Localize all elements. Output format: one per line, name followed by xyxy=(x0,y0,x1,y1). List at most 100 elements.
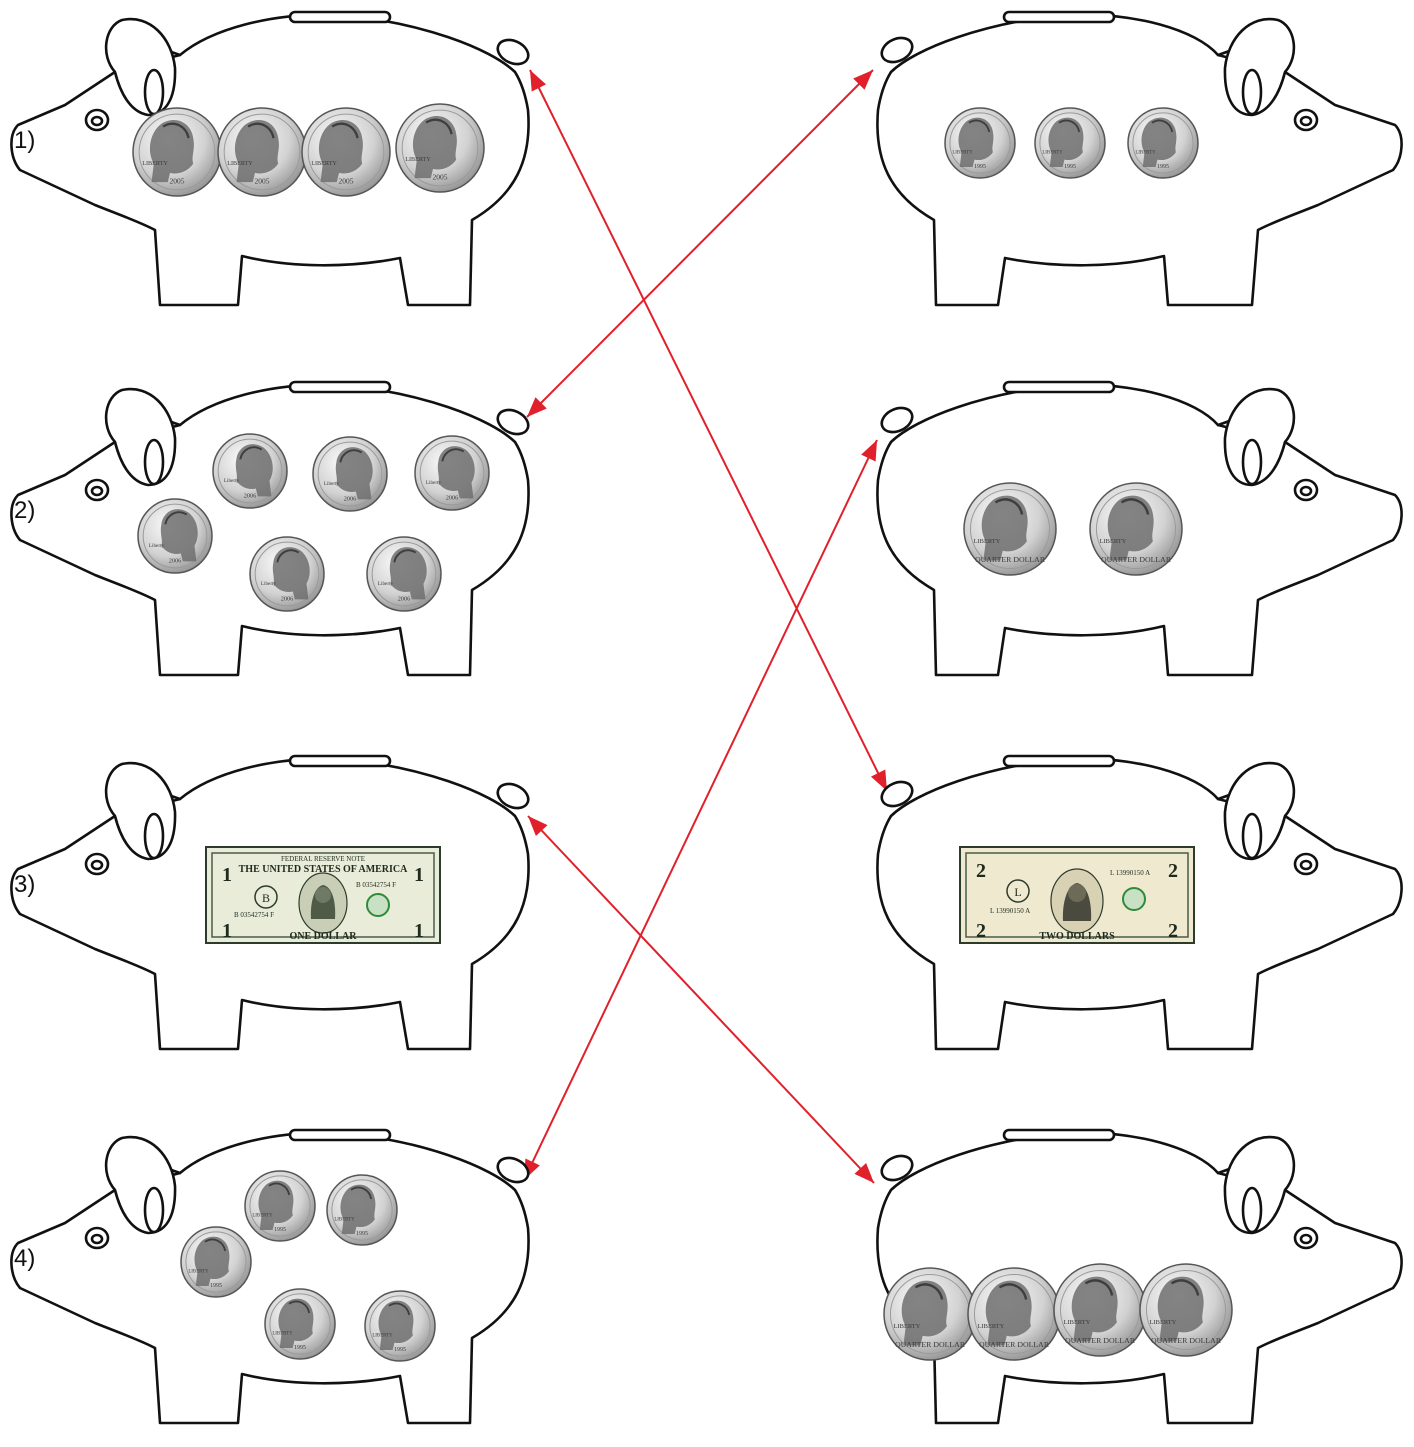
arrow-4-to-right-2-head-end xyxy=(861,440,877,462)
coin-liberty: LIBERTY xyxy=(272,1332,293,1337)
piggy-bank-right-3: 2 2 2 2 L L 13990150 A L 13990150 A TWO … xyxy=(876,754,1403,1051)
coin-liberty: LIBERTY xyxy=(334,1218,355,1223)
coin-liberty: LIBERTY xyxy=(1064,1319,1091,1326)
piggy-bank-1: 1) 2005LIBERTY2005LIBERTY2005LIBERTY2005… xyxy=(10,10,534,307)
arrow-1-to-right-3-head-end xyxy=(870,769,887,791)
item-label-1: 1) xyxy=(14,127,35,154)
coin-liberty: Liberty xyxy=(426,480,442,486)
coin-liberty: LIBERTY xyxy=(227,161,253,167)
bill-serial-bottom: B 03542754 F xyxy=(234,911,274,919)
coin-date: 1995 xyxy=(210,1283,222,1289)
coin-liberty: Liberty xyxy=(261,581,277,587)
piggy-bank-3: 3) FEDERAL RESERVE NOTE THE UNITED STATE… xyxy=(10,754,534,1051)
coin-date: 2006 xyxy=(169,558,182,565)
piggy-bank-2: 2) 2006Liberty2006Liberty2006Liberty2006… xyxy=(10,380,534,677)
nickel-coin: 2006 Liberty xyxy=(366,536,442,612)
arrow-3-to-right-4-line xyxy=(527,815,875,1184)
item-label-4: 4) xyxy=(14,1245,35,1272)
piggy-bank-right-2: QUARTER DOLLAR LIBERTY QUARTER DOLLAR LIBER… xyxy=(876,380,1403,677)
dime-coin: 1995 LIBERTY xyxy=(244,1170,316,1242)
coin-date: QUARTER DOLLAR xyxy=(975,555,1046,564)
half-dollar-coins: 2005LIBERTY2005LIBERTY2005LIBERTY2005LIB… xyxy=(132,103,485,197)
bill-denomination: ONE DOLLAR xyxy=(290,931,358,942)
arrow-1-to-right-3-head-start xyxy=(530,70,547,92)
coin-liberty: LIBERTY xyxy=(311,161,337,167)
coin-date: 1995 xyxy=(274,1227,286,1233)
quarter-coins-four: QUARTER DOLLAR LIBERTY QUARTER DOLLAR LIBER… xyxy=(883,1263,1233,1361)
half-dollar-coin: 2005 LIBERTY xyxy=(217,107,307,197)
nickel-coin: 2006 Liberty xyxy=(212,433,288,509)
coin-date: 2005 xyxy=(255,177,270,186)
nickel-coins: 2006Liberty2006Liberty2006Liberty2006Lib… xyxy=(137,433,490,612)
half-dollar-coin: 2005 LIBERTY xyxy=(395,103,485,193)
dime-coin: 1995 LIBERTY xyxy=(944,107,1016,179)
coin-date: 2006 xyxy=(398,596,411,603)
arrow-4-to-right-2-line xyxy=(523,439,878,1181)
coin-liberty: Liberty xyxy=(378,581,394,587)
piggy-bank-4: 4) 1995LIBERTY1995LIBERTY1995LIBERTY1995… xyxy=(10,1128,534,1425)
quarter-coin: QUARTER DOLLAR LIBERTY xyxy=(967,1267,1061,1361)
bill2-denomination: TWO DOLLARS xyxy=(1039,931,1115,942)
coin-date: 1995 xyxy=(1064,164,1076,170)
coin-date: QUARTER DOLLAR xyxy=(1151,1336,1222,1345)
coin-liberty: LIBERTY xyxy=(978,1323,1005,1330)
federal-reserve-seal xyxy=(254,885,278,909)
coin-date: 1995 xyxy=(974,164,986,170)
coin-date: 1995 xyxy=(294,1345,306,1351)
coin-date: QUARTER DOLLAR xyxy=(1101,555,1172,564)
nickel-coin: 2006 Liberty xyxy=(414,435,490,511)
coin-liberty: LIBERTY xyxy=(405,157,431,163)
item-label-2: 2) xyxy=(14,497,35,524)
bill-header: FEDERAL RESERVE NOTE xyxy=(281,855,365,863)
coin-date: 2006 xyxy=(344,496,357,503)
bill-numeral-tr: 1 xyxy=(414,864,424,886)
match-arrows xyxy=(523,69,888,1184)
coin-liberty: LIBERTY xyxy=(252,1214,273,1219)
quarter-coin: QUARTER DOLLAR LIBERTY xyxy=(1053,1263,1147,1357)
bill2-serial-top: L 13990150 A xyxy=(1110,869,1150,877)
dime-coin: 1995 LIBERTY xyxy=(326,1174,398,1246)
dime-coin: 1995 LIBERTY xyxy=(364,1290,436,1362)
two-dollar-bill: 2 2 2 2 L L 13990150 A L 13990150 A TWO … xyxy=(959,846,1195,944)
coin-liberty: LIBERTY xyxy=(372,1334,393,1339)
dime-coin: 1995 LIBERTY xyxy=(264,1288,336,1360)
bill2-numeral-tr: 2 xyxy=(1168,860,1178,882)
piggy-bank-right-4: QUARTER DOLLAR LIBERTY QUARTER DOLLAR LIBER… xyxy=(876,1128,1403,1425)
coin-date: 2006 xyxy=(281,596,294,603)
coin-date: QUARTER DOLLAR xyxy=(979,1340,1050,1349)
bill2-numeral-bl: 2 xyxy=(976,920,986,942)
coin-date: 2005 xyxy=(433,173,448,182)
coin-date: 2006 xyxy=(244,493,257,500)
coin-date: 2006 xyxy=(446,495,459,502)
quarter-coins-two: QUARTER DOLLAR LIBERTY QUARTER DOLLAR LIBER… xyxy=(963,482,1183,576)
bill-letter: B xyxy=(262,891,270,905)
bill-numeral-br: 1 xyxy=(414,920,424,942)
one-dollar-bill: FEDERAL RESERVE NOTE THE UNITED STATES O… xyxy=(205,846,441,944)
coin-date: 1995 xyxy=(394,1347,406,1353)
arrow-1-to-right-3-line xyxy=(529,69,888,792)
coin-date: 1995 xyxy=(356,1231,368,1237)
arrow-3-to-right-4-head-end xyxy=(854,1162,874,1183)
bill-numeral-tl: 1 xyxy=(222,864,232,886)
coin-liberty: LIBERTY xyxy=(1100,538,1127,545)
coin-liberty: LIBERTY xyxy=(894,1323,921,1330)
coin-date: 2005 xyxy=(170,177,185,186)
arrow-2-to-right-1-line xyxy=(526,69,874,418)
coin-liberty: LIBERTY xyxy=(974,538,1001,545)
coin-liberty: LIBERTY xyxy=(952,151,973,156)
coin-date: QUARTER DOLLAR xyxy=(1065,1336,1136,1345)
quarter-coin: QUARTER DOLLAR LIBERTY xyxy=(1089,482,1183,576)
bill-serial-top: B 03542754 F xyxy=(356,881,396,889)
bill2-letter: L xyxy=(1014,885,1021,899)
bill2-numeral-br: 2 xyxy=(1168,920,1178,942)
coin-liberty: Liberty xyxy=(224,478,240,484)
